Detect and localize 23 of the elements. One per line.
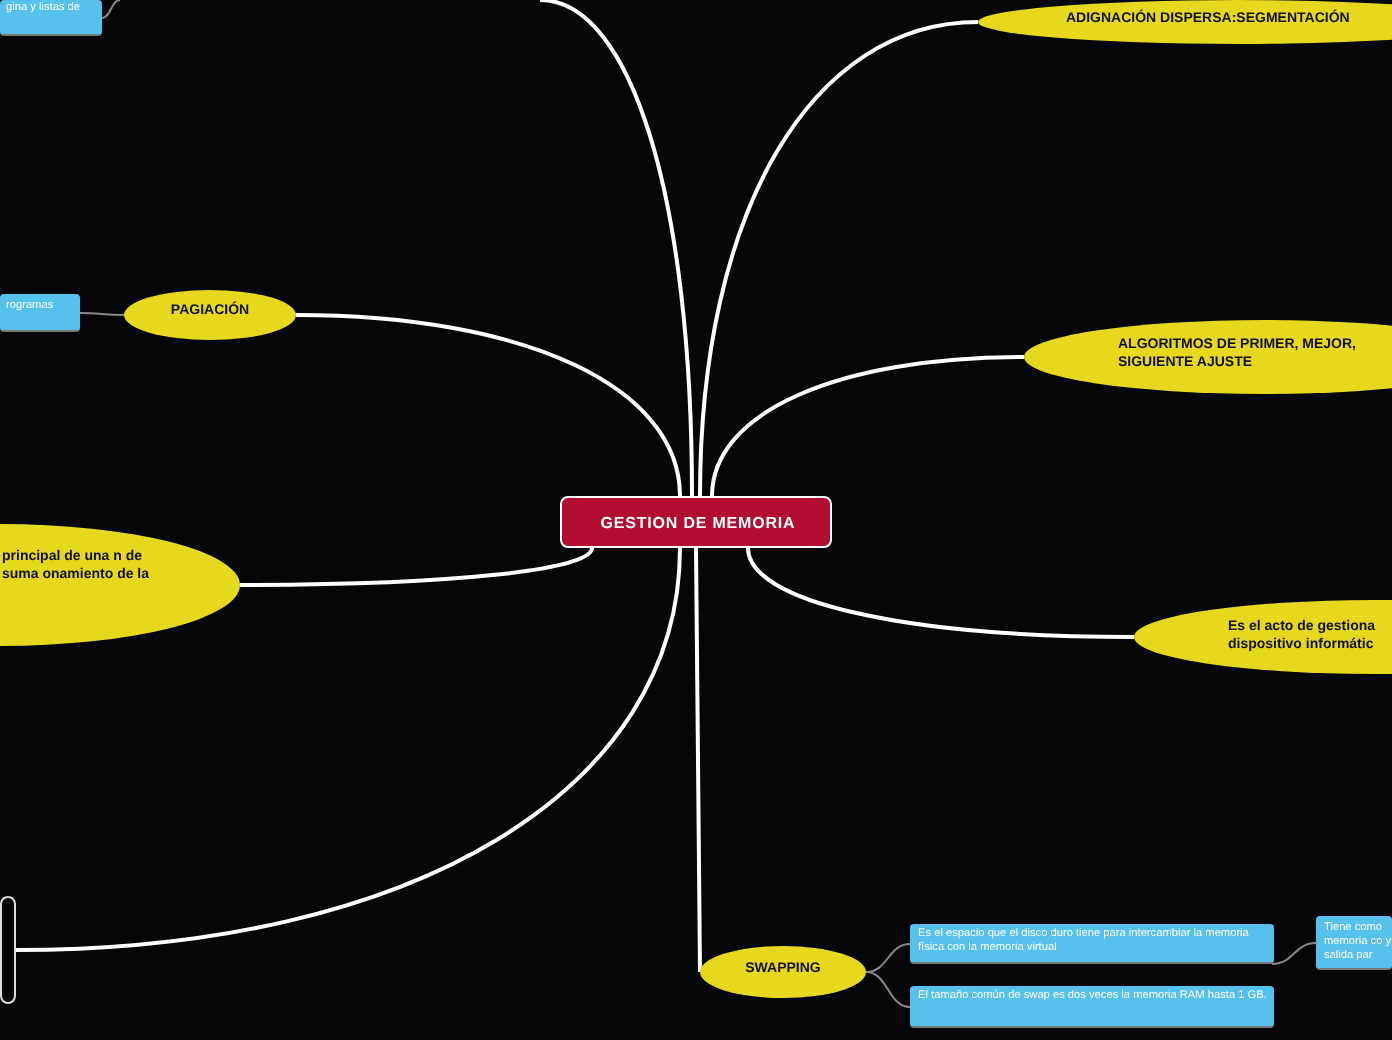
note-box	[0, 0, 102, 36]
connector-line	[698, 20, 979, 497]
note-box	[910, 986, 1274, 1028]
connector-line	[79, 312, 125, 316]
connector-line	[539, 0, 694, 497]
empty-box	[0, 896, 16, 1004]
connector-line	[694, 548, 702, 972]
note-box	[0, 294, 80, 332]
connector-line	[240, 547, 594, 587]
central-topic-box	[560, 496, 832, 548]
connector-line	[295, 313, 682, 497]
topic-ellipse	[124, 290, 296, 340]
note-box	[1316, 916, 1392, 970]
topic-ellipse	[700, 946, 866, 998]
connector-line	[865, 943, 911, 973]
topic-label: GESTION DE MEMORIA	[598, 514, 798, 534]
connector-line	[746, 547, 1135, 639]
connector-line	[101, 0, 121, 19]
connector-line	[710, 355, 1025, 497]
note-box	[910, 924, 1274, 964]
connector-line	[865, 971, 911, 1008]
connector-line	[15, 547, 682, 952]
connector-line	[1271, 942, 1317, 965]
